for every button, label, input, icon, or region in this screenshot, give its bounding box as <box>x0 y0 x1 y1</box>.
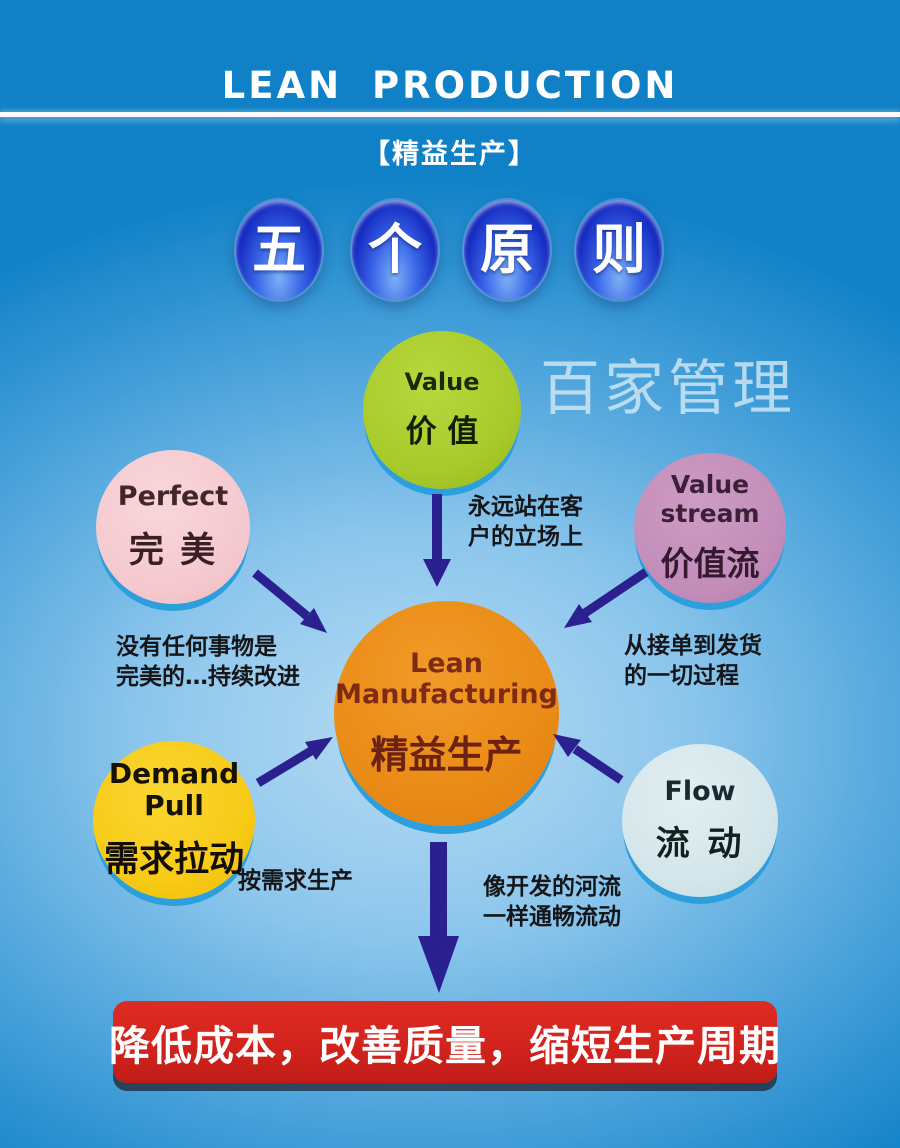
conclusion-banner: 降低成本，改善质量，缩短生产周期 <box>109 1001 780 1083</box>
arrow-value-to-center <box>423 494 451 587</box>
poster-subtitle: 【精益生产】 <box>363 139 537 170</box>
value-label-zh: 价 值 <box>405 413 479 450</box>
arrow-value-stream-to-center <box>564 568 649 628</box>
poster-title: LEAN PRODUCTION <box>221 64 679 107</box>
value-stream-label-en: Value stream <box>660 469 760 528</box>
center-label-zh: 精益生产 <box>370 733 523 778</box>
center-label-en: Lean Manufacturing <box>335 647 558 710</box>
principle-badge-4-label: 则 <box>592 218 646 281</box>
perfect-circle: Perfect 完 美 <box>96 450 250 604</box>
principle-badge-1-label: 五 <box>252 218 306 281</box>
value-stream-caption: 从接单到发货 的一切过程 <box>624 633 762 690</box>
arrow-perfect-to-center <box>252 569 327 633</box>
big-down-arrow <box>418 842 459 993</box>
value-label-en: Value <box>404 368 480 397</box>
flow-label-en: Flow <box>664 775 736 807</box>
value-caption: 永远站在客 户的立场上 <box>468 494 583 551</box>
watermark-text: 百家管理 <box>540 354 796 424</box>
flow-label-zh: 流 动 <box>655 824 745 865</box>
demand-pull-label-zh: 需求拉动 <box>103 840 244 881</box>
principle-badge-2: 个 <box>352 200 438 300</box>
principle-badge-1: 五 <box>236 200 322 300</box>
perfect-caption: 没有任何事物是 完美的…持续改进 <box>116 634 300 691</box>
flow-circle: Flow 流 动 <box>622 744 778 897</box>
principle-badge-4: 则 <box>576 200 662 300</box>
principle-badge-3: 原 <box>464 200 550 300</box>
demand-pull-caption: 按需求生产 <box>238 868 353 894</box>
value-stream-label-zh: 价值流 <box>660 544 760 584</box>
value-stream-circle: Value stream 价值流 <box>634 453 786 603</box>
demand-pull-label-en: Demand Pull <box>108 756 240 822</box>
demand-pull-circle: Demand Pull 需求拉动 <box>93 741 255 899</box>
arrow-flow-to-center <box>553 734 624 784</box>
principle-badge-2-label: 个 <box>368 218 422 281</box>
conclusion-banner-text: 降低成本，改善质量，缩短生产周期 <box>109 1022 781 1070</box>
lean-manufacturing-center-circle: Lean Manufacturing 精益生产 <box>334 601 559 826</box>
divider-line <box>0 112 900 117</box>
flow-caption: 像开发的河流 一样通畅流动 <box>483 874 621 931</box>
principle-badge-3-label: 原 <box>480 218 534 281</box>
arrow-demand-pull-to-center <box>255 737 333 787</box>
value-circle: Value 价 值 <box>363 331 521 489</box>
perfect-label-zh: 完 美 <box>128 530 218 571</box>
perfect-label-en: Perfect <box>117 481 229 513</box>
